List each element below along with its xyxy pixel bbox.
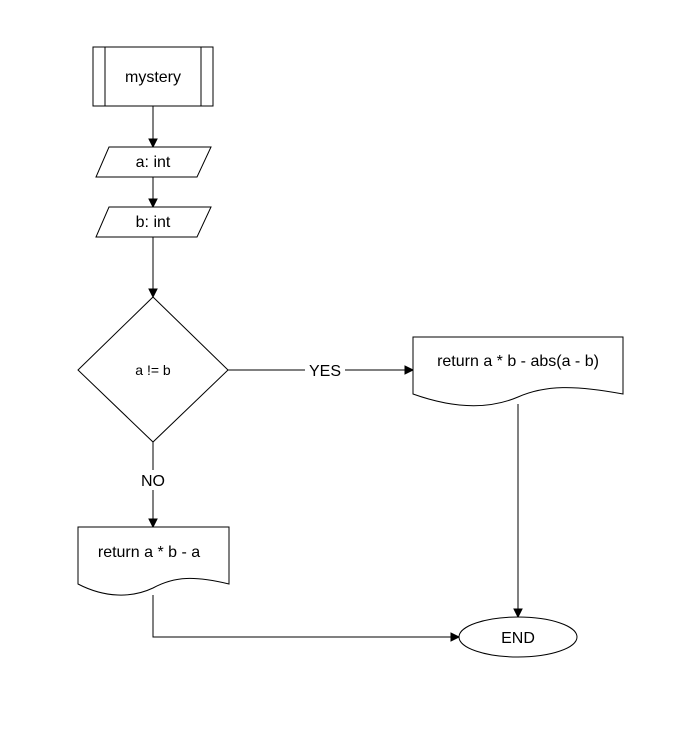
yes-output-label: return a * b - abs(a - b) xyxy=(437,353,599,370)
no-output-label: return a * b - a xyxy=(98,544,200,561)
input-node-a: a: int xyxy=(95,146,212,178)
edge-yes-output-to-end xyxy=(513,404,523,619)
edge-process-to-input-a xyxy=(148,106,158,149)
input-a-label: a: int xyxy=(136,154,171,171)
edge-no-output-to-end xyxy=(152,595,461,642)
yes-output-node: return a * b - abs(a - b) xyxy=(412,336,624,407)
no-output-node: return a * b - a xyxy=(77,526,230,596)
end-node: END xyxy=(458,616,578,658)
decision-label: a != b xyxy=(135,362,171,378)
edge-decision-yes: YES xyxy=(228,360,415,380)
input-node-b: b: int xyxy=(95,206,212,238)
process-label: mystery xyxy=(125,69,181,86)
no-label: NO xyxy=(141,473,165,490)
edge-decision-no: NO xyxy=(137,442,169,529)
decision-node: a != b xyxy=(77,296,229,443)
end-label: END xyxy=(501,630,535,647)
input-b-label: b: int xyxy=(136,214,171,231)
process-node-mystery: mystery xyxy=(92,46,214,107)
edge-input-a-to-input-b xyxy=(148,177,158,209)
edge-input-b-to-decision xyxy=(148,237,158,299)
yes-label: YES xyxy=(309,363,341,380)
